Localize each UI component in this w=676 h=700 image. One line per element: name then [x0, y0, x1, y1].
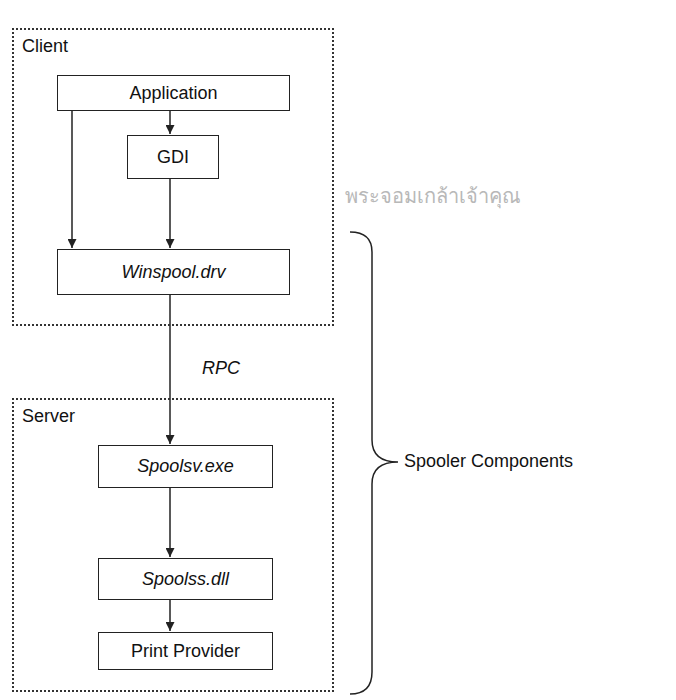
- region-label: Server: [22, 406, 75, 427]
- arrow-connector: [71, 111, 73, 248]
- box-label: GDI: [157, 147, 189, 168]
- arrow-connector: [169, 295, 171, 444]
- box-label: Application: [129, 83, 217, 104]
- process-box: Winspool.drv: [57, 249, 290, 295]
- edge-label: RPC: [200, 358, 242, 379]
- process-box: GDI: [127, 135, 219, 179]
- watermark: พระจอมเกล้าเจ้าคุณ: [345, 180, 521, 212]
- process-box: Spoolsv.exe: [98, 445, 273, 488]
- client-region: ClientApplicationGDI Winspool.drv: [12, 28, 334, 326]
- group-label: Spooler Components: [404, 451, 573, 472]
- box-label: Spoolss.dll: [142, 569, 229, 590]
- box-label: Winspool.drv: [122, 262, 226, 283]
- arrow-connector: [169, 111, 171, 134]
- arrow-connector: [169, 488, 171, 557]
- process-box: Spoolss.dll: [98, 558, 273, 600]
- process-box: Application: [57, 75, 290, 111]
- curly-brace: [350, 232, 398, 694]
- box-label: Spoolsv.exe: [137, 456, 234, 477]
- region-label: Client: [22, 36, 68, 57]
- arrow-connector: [169, 600, 171, 631]
- arrow-connector: [169, 179, 171, 248]
- process-box: Print Provider: [98, 632, 273, 670]
- server-region: ServerSpoolsv.exeSpoolss.dllPrint Provid…: [12, 398, 334, 692]
- box-label: Print Provider: [131, 641, 240, 662]
